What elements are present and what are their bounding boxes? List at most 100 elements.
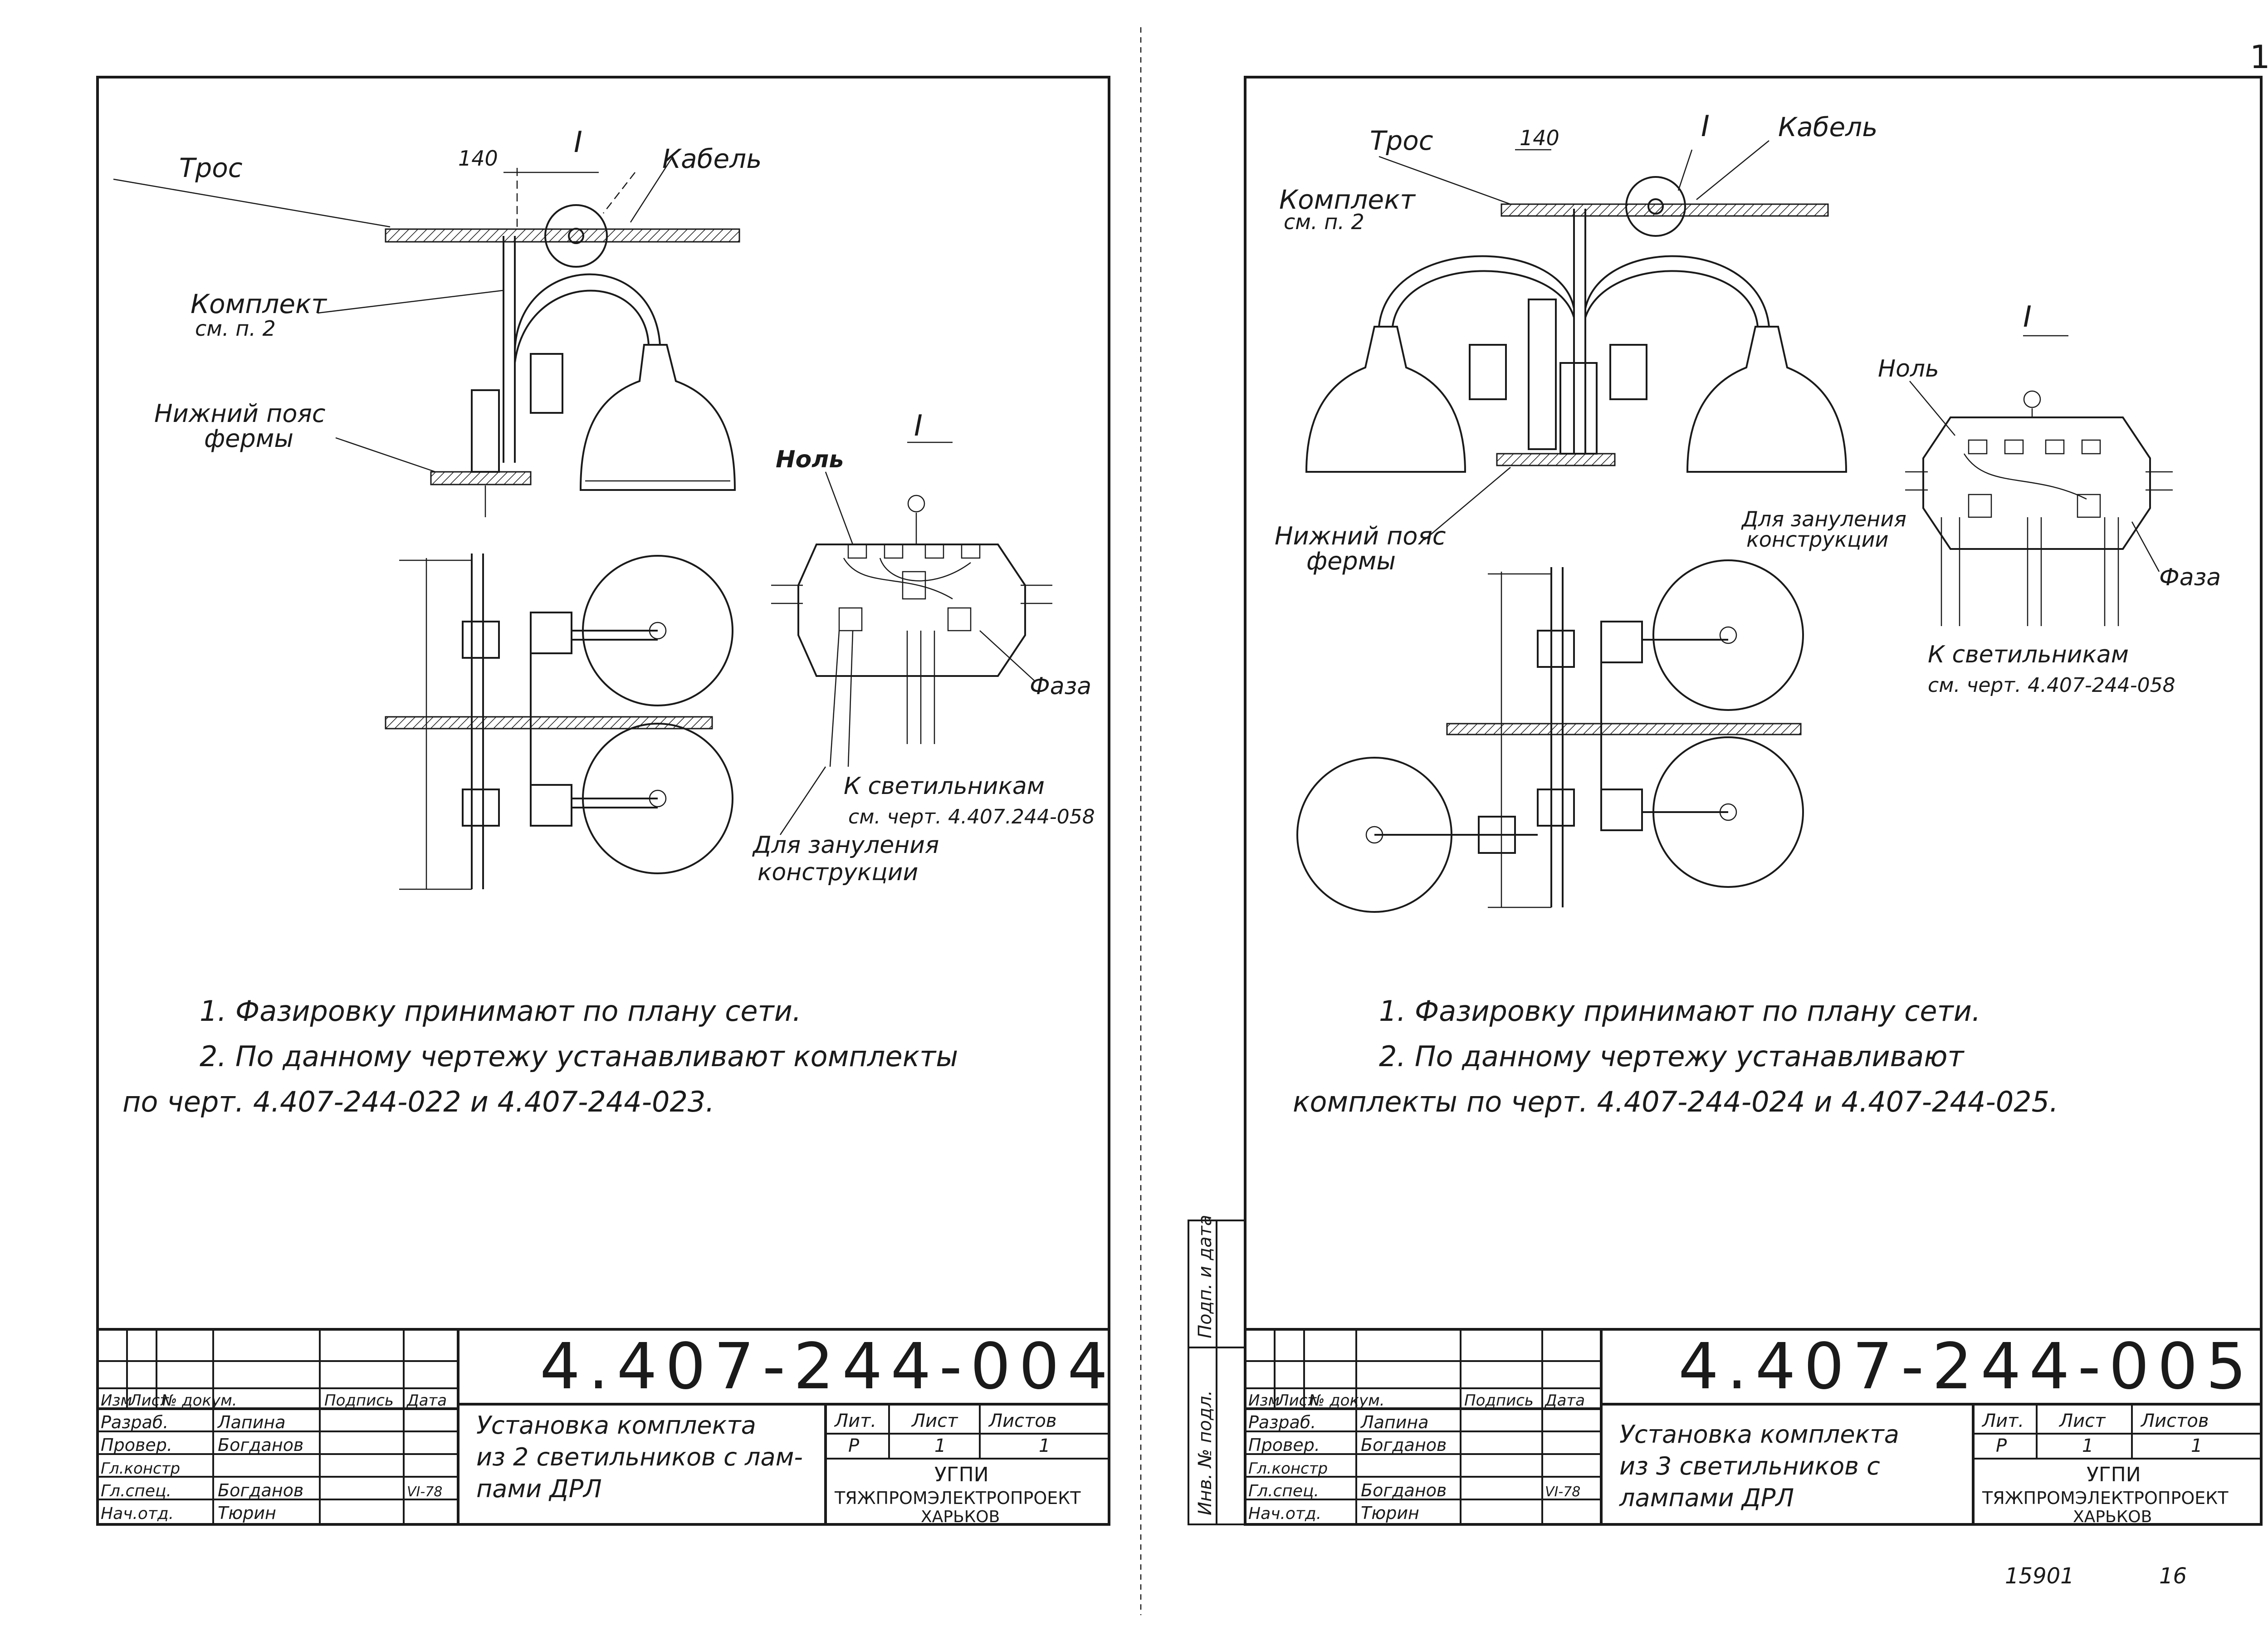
tb2-role-4: Гл.спец. [1248,1482,1319,1500]
tb2-sheet: 1 [2082,1435,2093,1456]
tb-title-2: из 2 светильников с лам- [476,1443,803,1471]
label-to-lamps-2b: см. черт. 4.407-244-058 [1928,674,2175,697]
tb-header-sign: Подпись [324,1391,394,1410]
label-section-mark-2: I [1701,110,1710,143]
label-dimension-2: 140 [1520,126,1559,150]
tb-org-3: ХАРЬКОВ [921,1508,1000,1526]
left-lamp-bracket [317,236,736,517]
tb2-date-4: VI-78 [1545,1484,1580,1500]
tb2-name-1: Лапина [1360,1412,1429,1432]
tb2-sheets: 1 [2191,1435,2202,1456]
tb-sheets-label: Листов [988,1411,1056,1431]
tb-name-5: Тюрин [218,1503,276,1523]
tb-role-5: Нач.отд. [101,1504,174,1523]
right-title-block [1244,1328,2263,1526]
label-section-mark: I [574,126,582,159]
label-rope: Трос [179,152,243,183]
note-2: 2. По данному чертежу устанавливают комп… [200,1040,958,1073]
right-plan-view [1296,559,1804,913]
tb2-header-date: Дата [1544,1391,1585,1410]
label-truss-belt-1: Нижний пояс [154,399,326,428]
tb-title-1: Установка комплекта [476,1411,756,1440]
drawing-code: 4.407-244-004 [540,1330,1116,1404]
tb-org-1: УГПИ [934,1463,989,1486]
tb-lit: Р [848,1435,860,1456]
note-2-1: 1. Фазировку принимают по плану сети. [1379,994,1981,1028]
tb2-org-2: ТЯЖПРОМЭЛЕКТРОПРОЕКТ [1982,1488,2229,1508]
label-neutral-2: Ноль [1878,355,1939,382]
tb-header-date: Дата [406,1391,447,1410]
tb2-header-izm: Изм [1248,1391,1280,1410]
drawing-code-2: 4.407-244-005 [1678,1330,2254,1404]
right-lamp-bracket [1305,209,1848,540]
label-to-lamps-2: см. черт. 4.407.244-058 [848,805,1095,828]
tb2-header-doc: № докум. [1308,1391,1385,1410]
right-rope-assembly [1378,140,1829,237]
tb2-sheet-label: Лист [2058,1411,2106,1431]
label-grounding-2b: конструкции [1746,527,1888,552]
tb2-name-4: Богданов [1361,1480,1447,1500]
tb2-title-3: лампами ДРЛ [1619,1484,1794,1512]
note-2-2: 2. По данному чертежу устанавливают [1379,1040,1965,1073]
tb-title-3: пами ДРЛ [476,1474,602,1503]
sheet-right-frame [1244,76,2263,1526]
tb2-role-2: Провер. [1248,1435,1320,1455]
left-detail-junction-box [771,441,1052,835]
tb2-lit: Р [1996,1435,2007,1456]
label-cable-2: Кабель [1778,112,1877,142]
tb2-header-sign: Подпись [1464,1391,1534,1410]
tb2-role-3: Гл.констр [1248,1460,1328,1478]
tb-header-list: Лист [129,1391,169,1410]
footer-right-number: 16 [2159,1563,2187,1589]
tb-org-2: ТЯЖПРОМЭЛЕКТРОПРОЕКТ [834,1488,1081,1508]
left-title-block [96,1328,1110,1526]
label-cable: Кабель [662,143,762,174]
tb2-header-list: Лист [1276,1391,1317,1410]
label-rope-2: Трос [1370,125,1433,156]
label-to-lamps-2a: К светильникам [1928,641,2129,668]
tb-role-4: Гл.спец. [101,1482,171,1500]
label-detail-mark: I [914,409,923,443]
tb-role-1: Разраб. [101,1412,168,1432]
tb2-name-2: Богданов [1361,1435,1447,1455]
side-stamp-sign: Подп. и дата [1195,1215,1216,1338]
label-kit-ref: см. п. 2 [195,316,276,341]
tb2-name-5: Тюрин [1361,1503,1419,1523]
label-detail-mark-2: I [2023,300,2032,334]
tb-name-1: Лапина [217,1412,286,1432]
tb-sheet-label: Лист [911,1411,958,1431]
tb2-title-1: Установка комплекта [1619,1420,1899,1449]
tb-name-4: Богданов [218,1480,303,1500]
tb2-lit-label: Лит. [1981,1411,2024,1431]
tb2-sheets-label: Листов [2140,1411,2209,1431]
tb2-org-1: УГПИ [2087,1463,2141,1486]
label-phase: Фаза [1030,673,1091,700]
label-dimension: 140 [458,146,498,171]
tb-role-3: Гл.констр [101,1460,180,1478]
note-2-3: комплекты по черт. 4.407-244-024 и 4.407… [1293,1085,2058,1118]
label-to-lamps-1: К светильникам [844,773,1045,800]
page-number: 15 [2250,39,2268,76]
label-grounding-1: Для зануления [752,832,939,859]
note-3: по черт. 4.407-244-022 и 4.407-244-023. [122,1085,714,1118]
note-1: 1. Фазировку принимают по плану сети. [200,994,802,1028]
tb-sheets: 1 [1039,1435,1050,1456]
tb-role-2: Провер. [101,1435,172,1455]
right-detail-junction-box [1905,335,2173,626]
label-kit: Комплект [191,289,327,319]
left-rope-assembly [113,158,740,268]
label-kit-2: Комплект [1279,184,1416,215]
sheet-right: Инв. № подл. Подп. и дата Трос 140 I Каб… [1188,76,2263,1526]
label-kit-ref-2: см. п. 2 [1284,210,1364,234]
tb2-title-2: из 3 светильников с [1619,1452,1880,1480]
left-plan-view [385,554,733,890]
label-truss-belt-2b: фермы [1306,547,1396,575]
label-phase-2: Фаза [2159,564,2221,591]
label-grounding-2a: Для зануления [1741,507,1906,531]
tb-date-4: VI-78 [407,1484,442,1500]
footer-left-number: 15901 [2005,1563,2074,1589]
tb-sheet: 1 [934,1435,946,1456]
tb2-role-1: Разраб. [1248,1412,1316,1432]
tb-header-doc: № докум. [160,1391,237,1410]
tb2-role-5: Нач.отд. [1248,1504,1321,1523]
